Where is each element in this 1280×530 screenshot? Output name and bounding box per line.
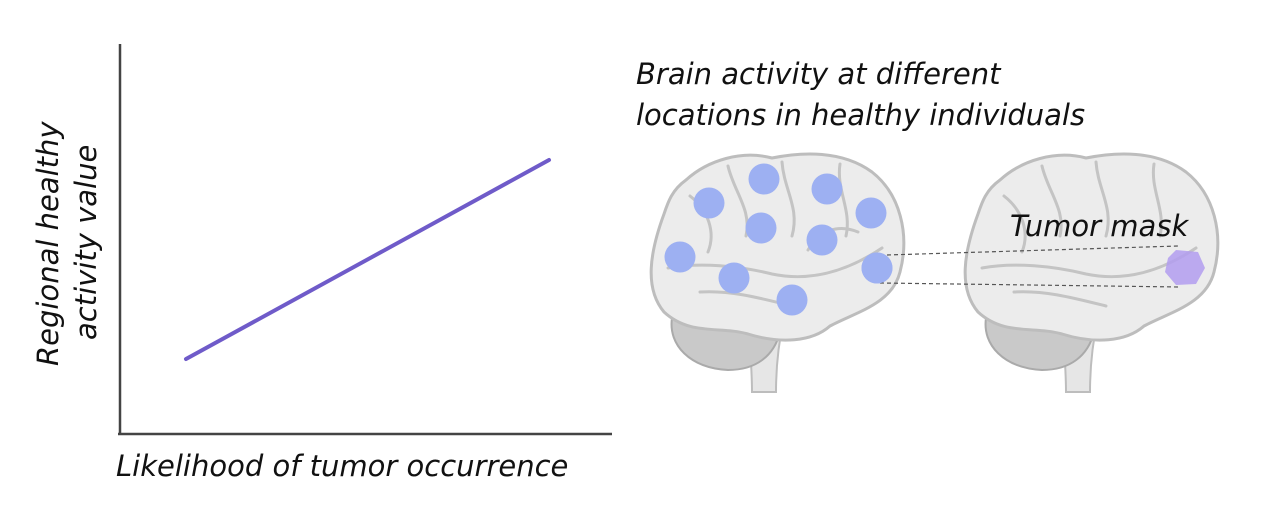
schematic-plot: Likelihood of tumor occurrence Regional … bbox=[31, 44, 612, 483]
activity-dot bbox=[855, 197, 887, 229]
y-axis-label-line2: activity value bbox=[69, 145, 103, 340]
patient-brain bbox=[963, 152, 1220, 393]
healthy-brain bbox=[649, 152, 906, 393]
activity-dot bbox=[745, 212, 777, 244]
leader-line-bottom bbox=[879, 282, 1181, 288]
tumor-mask-label: Tumor mask bbox=[1010, 209, 1189, 243]
brain-panel-title-line1: Brain activity at different bbox=[636, 57, 1002, 91]
activity-dot bbox=[693, 187, 725, 219]
activity-dot-tumor-location bbox=[861, 252, 893, 284]
activity-dot bbox=[776, 284, 808, 316]
x-axis-label: Likelihood of tumor occurrence bbox=[116, 449, 568, 483]
activity-dot bbox=[748, 163, 780, 195]
brain-panel: Brain activity at different locations in… bbox=[636, 57, 1220, 393]
activity-dot bbox=[811, 173, 843, 205]
activity-dot bbox=[718, 262, 750, 294]
activity-dot bbox=[806, 224, 838, 256]
trend-line bbox=[184, 158, 551, 361]
brain-panel-title-line2: locations in healthy individuals bbox=[636, 98, 1085, 132]
y-axis-label-line1: Regional healthy bbox=[31, 121, 65, 366]
tumor-mask-region bbox=[1165, 250, 1205, 285]
activity-dot bbox=[664, 241, 696, 273]
